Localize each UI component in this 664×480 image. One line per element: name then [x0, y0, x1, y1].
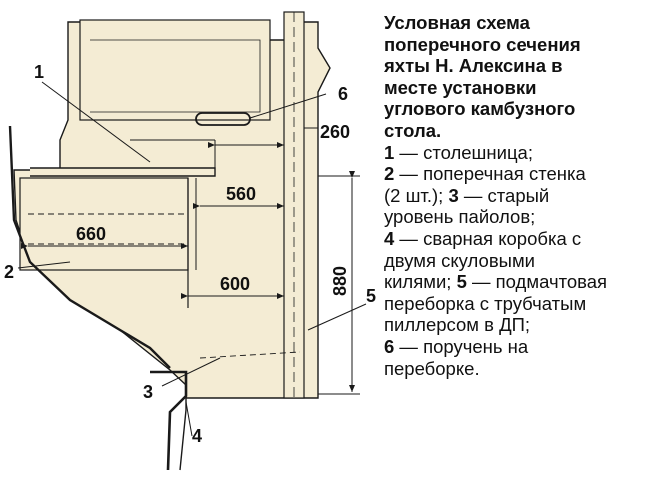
callout-1: 1 — [34, 62, 44, 82]
legend-text: — поперечная стенка — [394, 163, 586, 185]
legend-num: 4 — [384, 227, 395, 249]
legend-line-6: двумя скуловыми — [384, 250, 660, 272]
dim-660-label: 660 — [76, 224, 106, 244]
old-floor-level — [199, 351, 301, 359]
leader-1 — [41, 81, 151, 163]
hull-outline — [8, 125, 171, 369]
legend-line-1: 1 — столешница; — [384, 142, 660, 164]
caption-title-5: углового камбузного — [384, 98, 576, 120]
caption-title-3: яхты Н. Алексина в — [384, 55, 563, 77]
leader-5 — [307, 303, 367, 331]
legend-line-2: 2 — поперечная стенка — [384, 163, 660, 185]
legend-num: 3 — [448, 184, 459, 206]
dim-560-label: 560 — [226, 184, 256, 204]
callout-6: 6 — [338, 84, 348, 104]
legend-text: пиллерсом в ДП; — [384, 314, 531, 336]
legend-num: 6 — [384, 335, 395, 357]
leader-3 — [161, 357, 221, 387]
legend-line-3: (2 шт.); 3 — старый — [384, 185, 660, 207]
legend-line-9: пиллерсом в ДП; — [384, 314, 660, 336]
figure-caption: Условная схема поперечного сечения яхты … — [384, 12, 660, 379]
caption-title-2: поперечного сечения — [384, 33, 581, 55]
legend-text: — сварная коробка с — [394, 227, 582, 249]
window-inner — [90, 39, 261, 113]
legend-text: — столешница; — [394, 141, 533, 163]
legend-num: 5 — [456, 271, 467, 293]
table-top — [30, 167, 216, 177]
welded-box — [150, 370, 188, 471]
dim-880-label: 880 — [330, 266, 350, 296]
legend-line-10: 6 — поручень на — [384, 336, 660, 358]
legend-line-8: переборка с трубчатым — [384, 293, 660, 315]
caption-title-4: месте установки — [384, 76, 537, 98]
legend-text: килями; — [384, 271, 457, 293]
legend-num: 2 — [384, 163, 395, 185]
legend-text: — подмачтовая — [466, 271, 608, 293]
pillar — [283, 11, 305, 399]
legend-text: двумя скуловыми — [384, 249, 535, 271]
transverse-wall — [19, 177, 189, 271]
legend-line-5: 4 — сварная коробка с — [384, 228, 660, 250]
leader-6 — [249, 93, 327, 119]
legend-text: (2 шт.); — [384, 184, 449, 206]
legend-text: переборке. — [384, 357, 480, 379]
legend-text: уровень пайолов; — [384, 206, 536, 228]
dim-260-label: 260 — [320, 122, 350, 142]
legend-text: — поручень на — [394, 335, 529, 357]
cross-section-diagram: 260 560 660 600 880 1 2 3 4 5 6 — [4, 11, 376, 471]
leader-4 — [185, 401, 193, 437]
legend-num: 1 — [384, 141, 395, 163]
legend-line-4: уровень пайолов; — [384, 206, 660, 228]
legend-line-11: переборке. — [384, 358, 660, 380]
handrail — [195, 112, 251, 126]
callout-3: 3 — [143, 382, 153, 402]
dim-600-label: 600 — [220, 274, 250, 294]
callout-2: 2 — [4, 262, 14, 282]
legend-line-7: килями; 5 — подмачтовая — [384, 271, 660, 293]
caption-title-6: стола. — [384, 119, 442, 141]
callout-4: 4 — [192, 426, 202, 446]
legend-text: — старый — [458, 184, 550, 206]
caption-title-1: Условная схема — [384, 12, 530, 33]
legend-text: переборка с трубчатым — [384, 292, 587, 314]
cabin-window — [79, 19, 271, 121]
callout-5: 5 — [366, 286, 376, 306]
leader-2 — [17, 261, 71, 269]
